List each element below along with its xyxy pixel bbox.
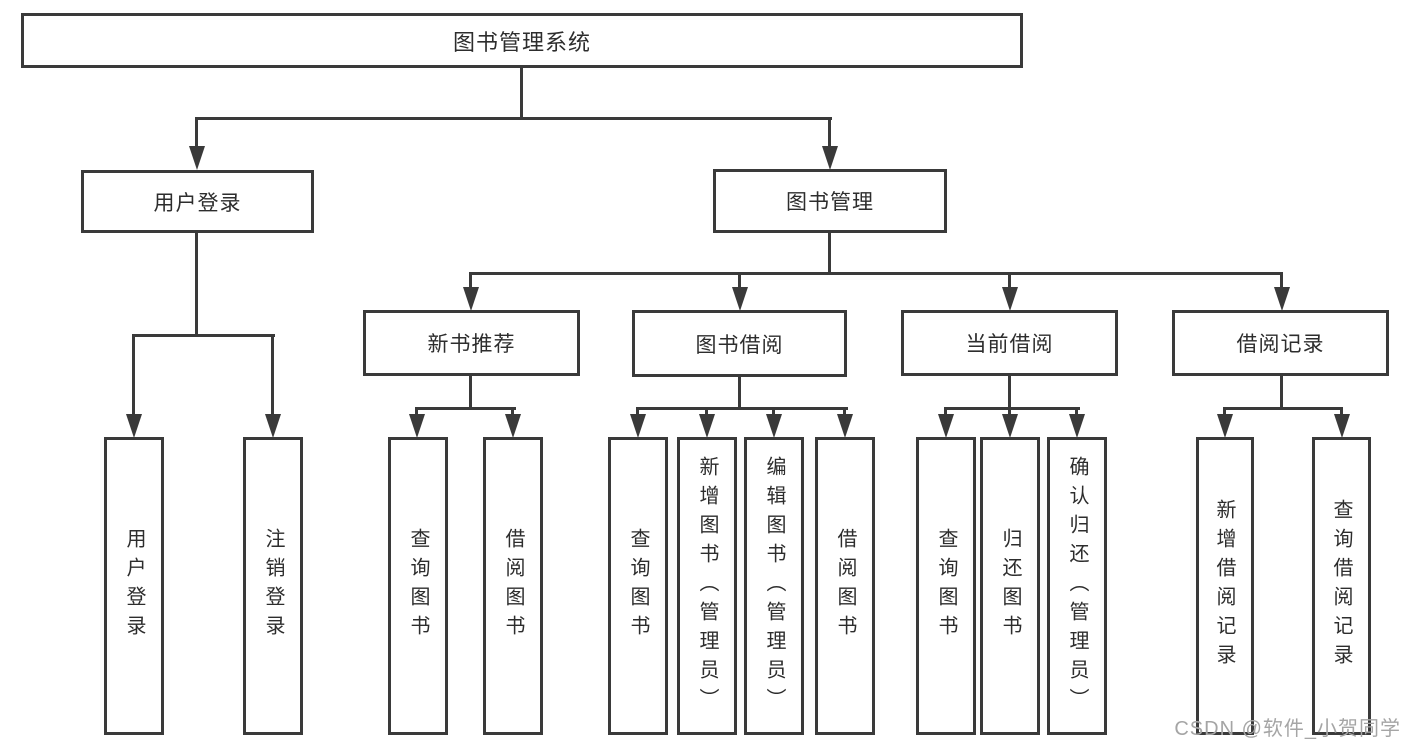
connector-line xyxy=(828,117,831,148)
arrowhead-icon xyxy=(126,414,142,438)
connector-line xyxy=(1223,407,1226,417)
arrowhead-icon xyxy=(1069,414,1085,438)
arrowhead-icon xyxy=(766,414,782,438)
leaf-query-books-borrowing: 查询图书 xyxy=(608,437,668,735)
connector-line xyxy=(469,376,472,407)
connector-line xyxy=(738,377,741,407)
leaf-query-books-recommend: 查询图书 xyxy=(388,437,448,735)
connector-line xyxy=(1008,272,1011,289)
connector-line xyxy=(195,117,832,120)
csdn-watermark: CSDN @软件_小贺同学 xyxy=(1174,718,1401,740)
arrowhead-icon xyxy=(1334,414,1350,438)
leaf-add-book-admin: 新增图书（管理员） xyxy=(677,437,737,735)
leaf-return-books: 归还图书 xyxy=(980,437,1040,735)
arrowhead-icon xyxy=(265,414,281,438)
connector-line xyxy=(132,334,135,416)
leaf-query-books-current: 查询图书 xyxy=(916,437,976,735)
node-new-book-recommend: 新书推荐 xyxy=(363,310,580,376)
connector-line xyxy=(195,233,198,334)
arrowhead-icon xyxy=(837,414,853,438)
connector-line xyxy=(469,272,1283,275)
arrowhead-icon xyxy=(630,414,646,438)
connector-line xyxy=(511,407,514,417)
connector-line xyxy=(636,407,848,410)
node-root-library-system: 图书管理系统 xyxy=(21,13,1023,68)
leaf-query-borrow-record: 查询借阅记录 xyxy=(1312,437,1371,735)
connector-line xyxy=(705,407,708,417)
arrowhead-icon xyxy=(1002,287,1018,311)
connector-line xyxy=(1223,407,1343,410)
arrowhead-icon xyxy=(463,287,479,311)
arrowhead-icon xyxy=(1274,287,1290,311)
arrowhead-icon xyxy=(938,414,954,438)
connector-line xyxy=(843,407,846,417)
arrowhead-icon xyxy=(505,414,521,438)
leaf-borrow-books: 借阅图书 xyxy=(815,437,875,735)
connector-line xyxy=(828,233,831,272)
node-book-management: 图书管理 xyxy=(713,169,947,233)
connector-line xyxy=(1280,272,1283,289)
connector-line xyxy=(1008,407,1011,417)
arrowhead-icon xyxy=(822,146,838,170)
connector-line xyxy=(415,407,418,417)
leaf-logout: 注销登录 xyxy=(243,437,303,735)
connector-line xyxy=(944,407,1080,410)
arrowhead-icon xyxy=(189,146,205,170)
connector-line xyxy=(1075,407,1078,417)
node-user-login: 用户登录 xyxy=(81,170,314,233)
connector-line xyxy=(1280,376,1283,407)
connector-line xyxy=(636,407,639,417)
leaf-add-borrow-record: 新增借阅记录 xyxy=(1196,437,1254,735)
connector-line xyxy=(772,407,775,417)
leaf-borrow-books-recommend: 借阅图书 xyxy=(483,437,543,735)
connector-line xyxy=(944,407,947,417)
arrowhead-icon xyxy=(699,414,715,438)
arrowhead-icon xyxy=(1217,414,1233,438)
connector-line xyxy=(1008,376,1011,407)
leaf-edit-book-admin: 编辑图书（管理员） xyxy=(744,437,804,735)
arrowhead-icon xyxy=(409,414,425,438)
connector-line xyxy=(520,68,523,117)
connector-line xyxy=(132,334,275,337)
connector-line xyxy=(1340,407,1343,417)
leaf-confirm-return-admin: 确认归还（管理员） xyxy=(1047,437,1107,735)
connector-line xyxy=(415,407,516,410)
arrowhead-icon xyxy=(732,287,748,311)
leaf-user-login: 用户登录 xyxy=(104,437,164,735)
connector-line xyxy=(271,334,274,416)
arrowhead-icon xyxy=(1002,414,1018,438)
node-borrowing-records: 借阅记录 xyxy=(1172,310,1389,376)
connector-line xyxy=(195,117,198,148)
node-current-borrowing: 当前借阅 xyxy=(901,310,1118,376)
node-book-borrowing: 图书借阅 xyxy=(632,310,847,377)
connector-line xyxy=(738,272,741,289)
connector-line xyxy=(469,272,472,289)
